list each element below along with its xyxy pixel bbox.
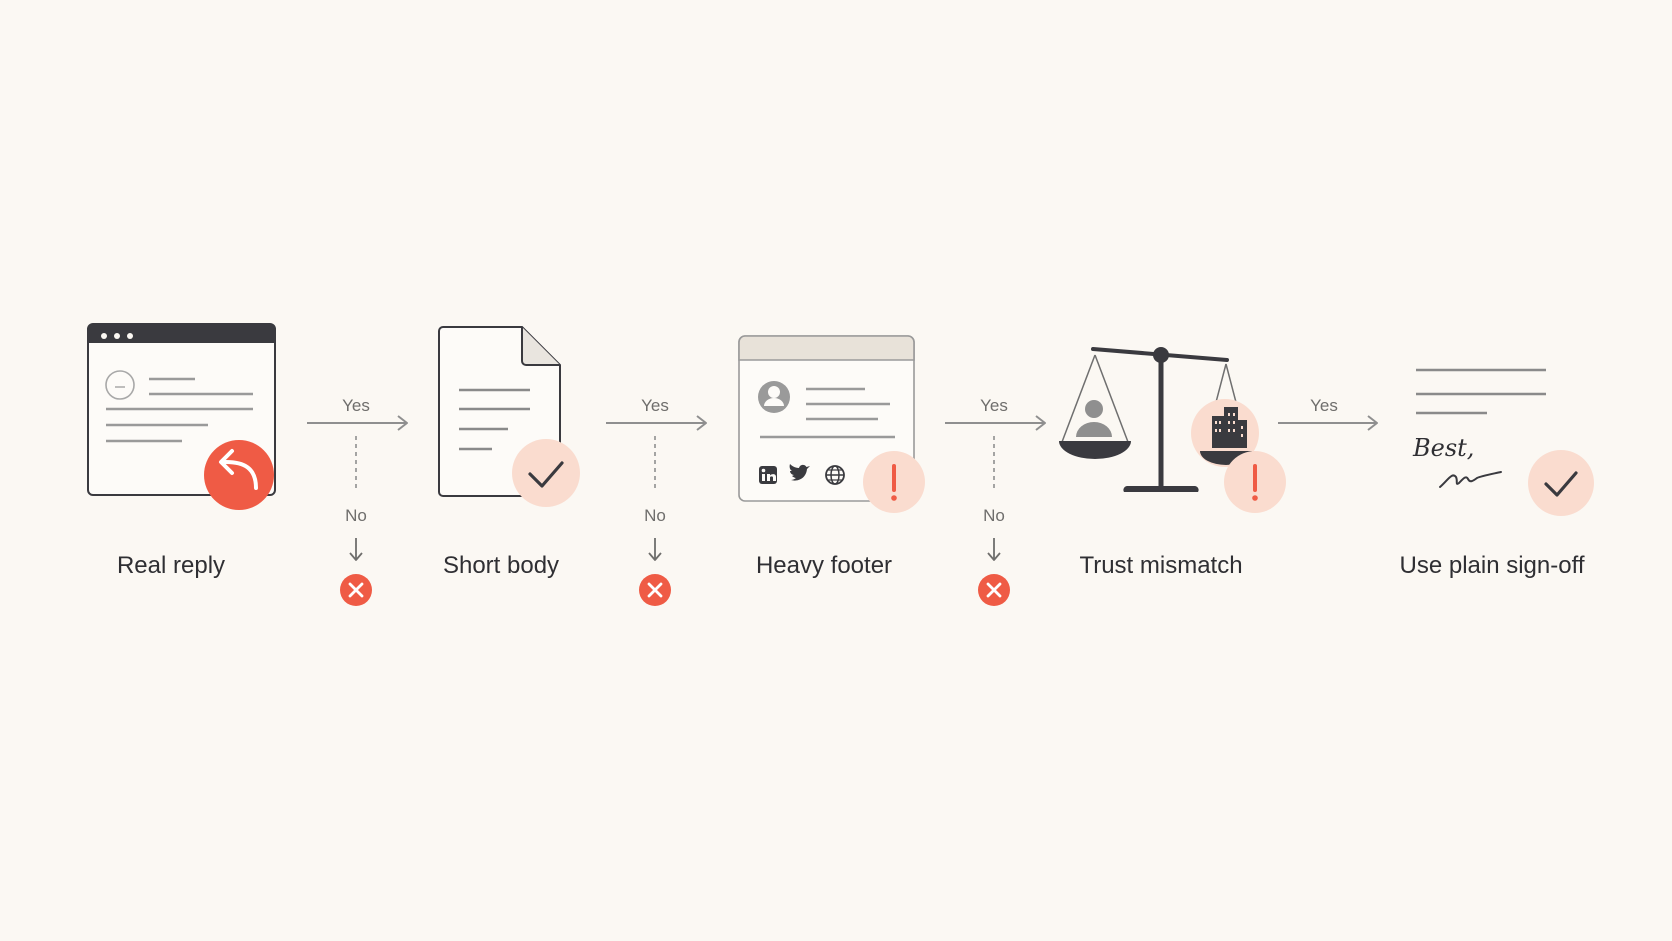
globe-icon [825,465,845,485]
signoff-text: Best, [1413,434,1475,462]
yes-label: Yes [980,396,1008,415]
yes-label: Yes [342,396,370,415]
step-label: Use plain sign-off [1399,552,1585,579]
yes-label: Yes [641,396,669,415]
yes-label: Yes [1310,396,1338,415]
twitter-icon [789,464,810,481]
no-label: No [644,506,666,525]
step-label: Real reply [116,552,226,579]
building-icon [1212,407,1247,448]
step-label: Short body [442,552,560,579]
step-label: Trust mismatch [1079,552,1243,579]
no-label: No [983,506,1005,525]
step-label: Heavy footer [755,552,893,579]
no-label: No [345,506,367,525]
linkedin-icon [759,466,777,484]
